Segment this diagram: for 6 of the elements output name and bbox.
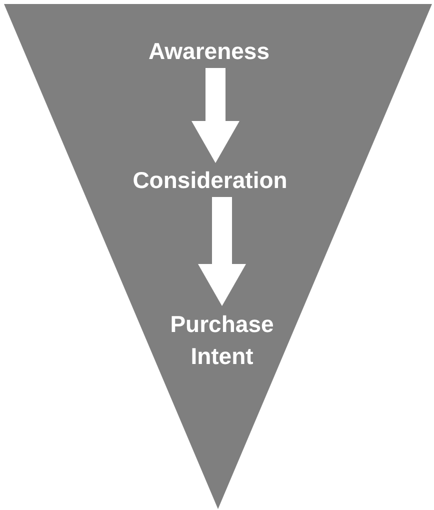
stage-label: Consideration <box>115 163 305 197</box>
stage-label: Awareness <box>139 34 279 68</box>
funnel-shape <box>4 4 432 509</box>
arrow <box>192 68 240 163</box>
stage-label: Purchase Intent <box>157 306 287 374</box>
arrow <box>198 197 246 306</box>
